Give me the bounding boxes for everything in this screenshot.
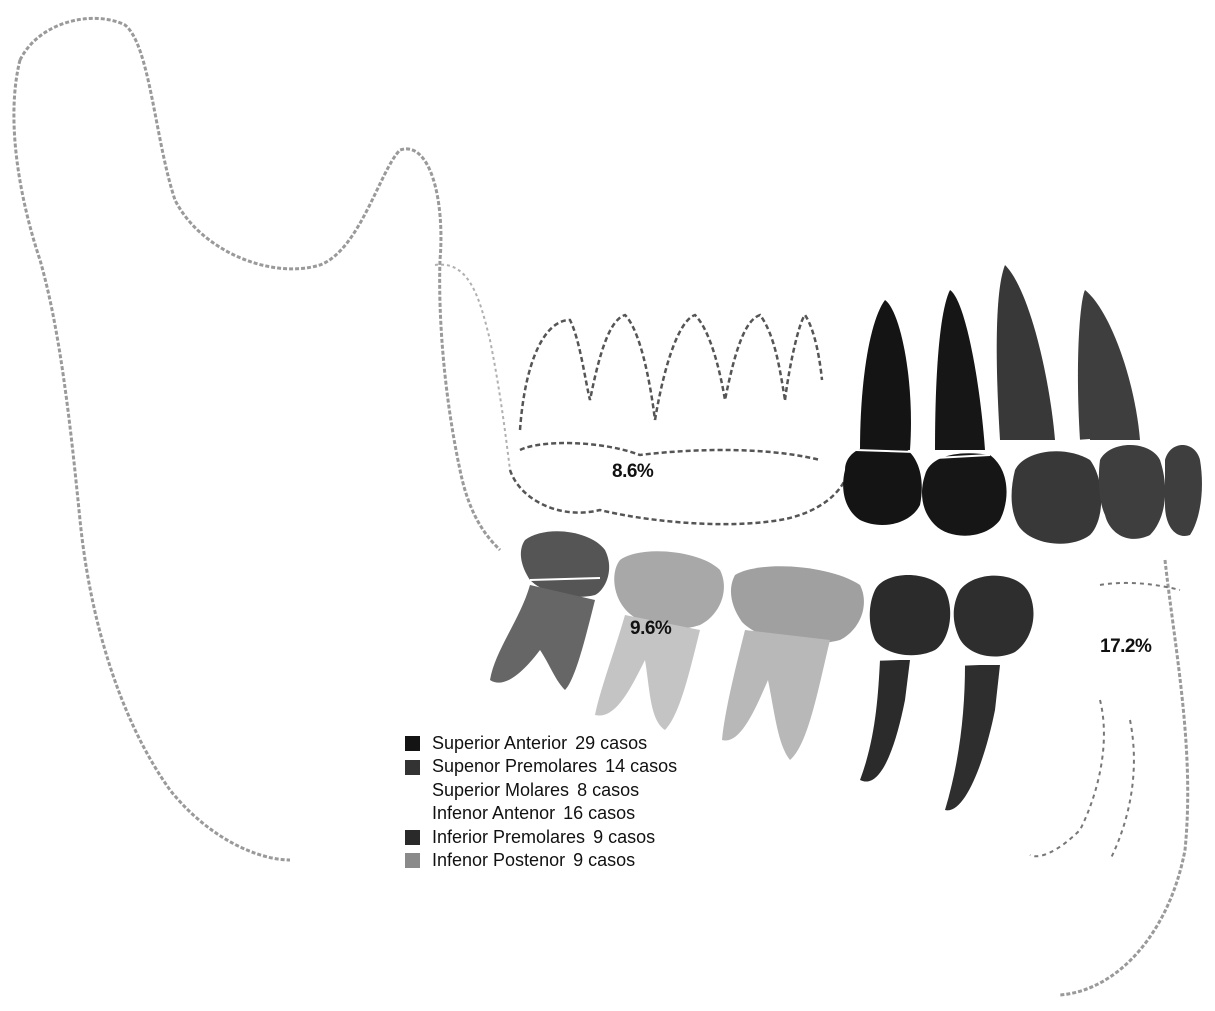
upper-percentage-label: 8.6% [612, 461, 653, 483]
lower-anterior-teeth [860, 575, 1034, 810]
mandible-lower-border [1060, 560, 1188, 995]
lower-percentage-label: 9.6% [630, 618, 671, 640]
legend-swatch [405, 806, 420, 821]
legend-label: Supenor Premolares [432, 755, 597, 778]
legend-item: Superior Molares 8 casos [405, 779, 677, 802]
legend-label: Infenor Postenor [432, 849, 565, 872]
legend-count: 16 casos [563, 802, 635, 825]
legend-count: 8 casos [577, 779, 639, 802]
legend: Superior Anterior 29 casos Supenor Premo… [405, 732, 677, 872]
upper-premolar-teeth [997, 265, 1202, 544]
upper-anterior-teeth [843, 290, 1006, 536]
maxilla-outline [435, 265, 510, 470]
legend-item: Supenor Premolares 14 casos [405, 755, 677, 778]
legend-item: Infenor Postenor 9 casos [405, 849, 677, 872]
legend-label: Superior Molares [432, 779, 569, 802]
legend-label: Inferior Premolares [432, 826, 585, 849]
legend-count: 9 casos [573, 849, 635, 872]
lower-posterior-teeth [490, 531, 609, 690]
legend-label: Infenor Antenor [432, 802, 555, 825]
legend-item: Superior Anterior 29 casos [405, 732, 677, 755]
legend-swatch [405, 736, 420, 751]
legend-label: Superior Anterior [432, 732, 567, 755]
legend-count: 9 casos [593, 826, 655, 849]
legend-count: 14 casos [605, 755, 677, 778]
right-percentage-label: 17.2% [1100, 636, 1151, 658]
legend-item: Infenor Antenor 16 casos [405, 802, 677, 825]
legend-count: 29 casos [575, 732, 647, 755]
lower-right-outline [1030, 583, 1180, 860]
lower-light-teeth [595, 551, 864, 760]
legend-item: Inferior Premolares 9 casos [405, 826, 677, 849]
upper-molars-outline [510, 315, 845, 524]
legend-swatch [405, 760, 420, 775]
legend-swatch [405, 783, 420, 798]
legend-swatch [405, 853, 420, 868]
legend-swatch [405, 830, 420, 845]
